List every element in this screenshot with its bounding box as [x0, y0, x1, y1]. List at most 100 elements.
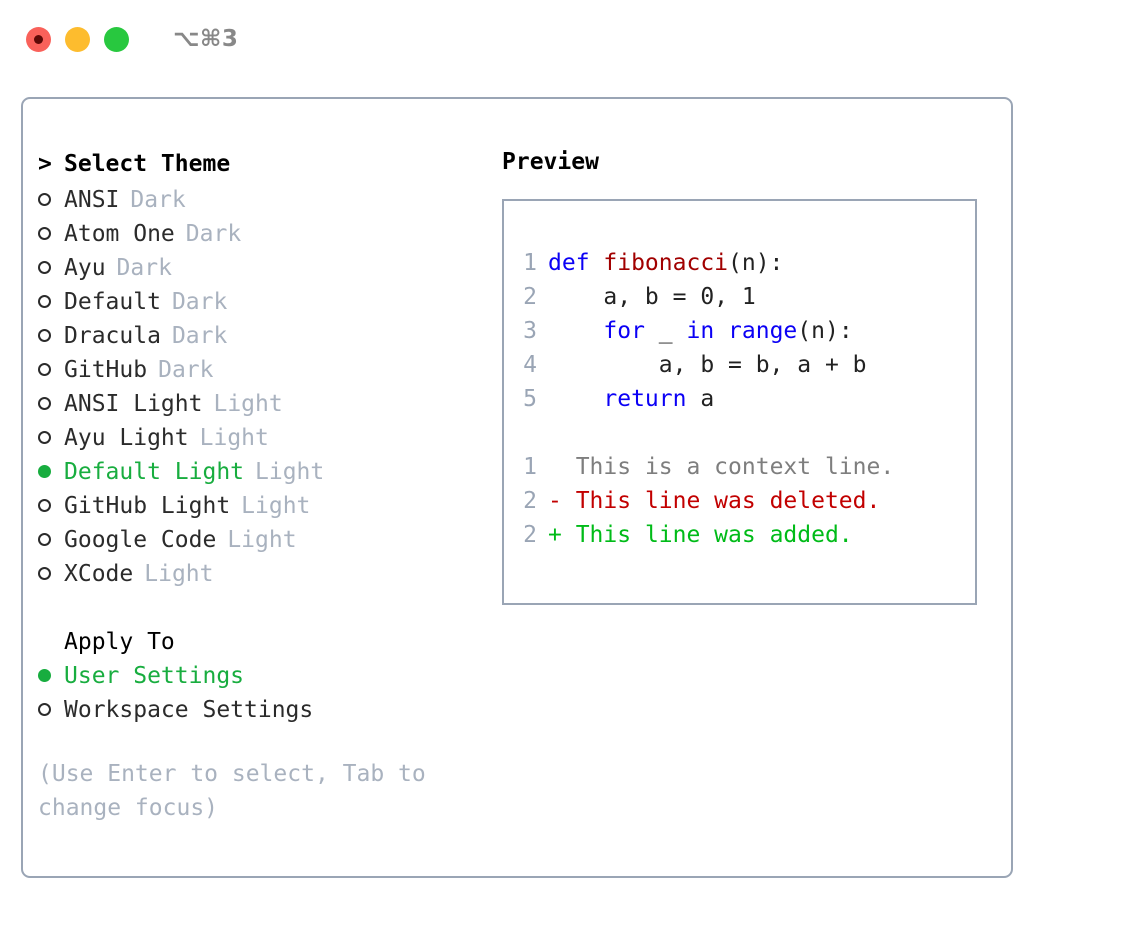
radio-unselected-icon[interactable]: [38, 387, 64, 421]
hint-spacer: [38, 727, 498, 757]
apply-to-option-label: User Settings: [64, 663, 245, 689]
theme-item-label: Ayu: [64, 255, 106, 281]
theme-item-dracula-dark[interactable]: Dracula Dark: [38, 319, 498, 353]
theme-item-github-light[interactable]: GitHub Light Light: [38, 489, 498, 523]
theme-item-label: Dracula: [64, 323, 161, 349]
section-spacer: [38, 591, 498, 625]
radio-unselected-icon[interactable]: [38, 489, 64, 523]
diff-line-context: 1 This is a context line.: [514, 450, 967, 484]
theme-item-ansi-dark[interactable]: ANSI Dark: [38, 183, 498, 217]
radio-selected-icon[interactable]: [38, 455, 64, 489]
code-content: a, b = 0, 1: [548, 280, 756, 314]
radio-selected-icon[interactable]: [38, 659, 64, 693]
diff-text: This line was deleted.: [561, 488, 881, 514]
theme-item-ansi-light[interactable]: ANSI Light Light: [38, 387, 498, 421]
line-number: 5: [523, 386, 537, 412]
diff-line-deleted: 2 - This line was deleted.: [514, 484, 967, 518]
theme-item-xcode[interactable]: XCode Light: [38, 557, 498, 591]
theme-item-suffix: Dark: [171, 289, 228, 315]
theme-item-google-code[interactable]: Google Code Light: [38, 523, 498, 557]
apply-to-user-settings[interactable]: User Settings: [38, 659, 498, 693]
line-number: 2: [523, 488, 537, 514]
window-controls: [26, 26, 129, 52]
theme-item-suffix: Light: [227, 527, 297, 553]
titlebar: ⌥⌘3: [0, 0, 1140, 78]
theme-item-suffix: Light: [213, 391, 283, 417]
code-line: 2 a, b = 0, 1: [514, 280, 967, 314]
theme-item-label: ANSI Light: [64, 391, 203, 417]
diff-spacer: [514, 416, 967, 450]
radio-unselected-icon[interactable]: [38, 421, 64, 455]
diff-text: This line was added.: [561, 522, 853, 548]
radio-unselected-icon[interactable]: [38, 285, 64, 319]
line-number: 2: [523, 522, 537, 548]
radio-unselected-icon[interactable]: [38, 319, 64, 353]
radio-unselected-icon[interactable]: [38, 183, 64, 217]
caret-icon: >: [38, 151, 52, 177]
code-token: [714, 318, 728, 344]
code-content: def fibonacci(n):: [548, 246, 783, 280]
radio-unselected-icon[interactable]: [38, 217, 64, 251]
main-panel: > Select Theme ANSI Dark Atom One Dark A…: [21, 97, 1013, 878]
radio-unselected-icon[interactable]: [38, 557, 64, 591]
theme-item-label: XCode: [64, 561, 134, 587]
theme-item-suffix: Dark: [158, 357, 214, 383]
theme-item-ayu-light[interactable]: Ayu Light Light: [38, 421, 498, 455]
theme-item-label: Ayu Light: [64, 425, 189, 451]
theme-item-suffix: Dark: [116, 255, 172, 281]
minimize-button[interactable]: [65, 26, 90, 52]
diff-text: This is a context line.: [561, 454, 895, 480]
code-token: [548, 318, 603, 344]
theme-item-suffix: Dark: [171, 323, 228, 349]
code-token: fibonacci: [603, 250, 729, 276]
code-content: for _ in range(n):: [548, 314, 853, 348]
radio-unselected-icon[interactable]: [38, 693, 64, 727]
theme-item-atom-one-dark[interactable]: Atom One Dark: [38, 217, 498, 251]
theme-item-default-dark[interactable]: Default Dark: [38, 285, 498, 319]
theme-item-default-light[interactable]: Default Light Light: [38, 455, 498, 489]
code-preview: 1 def fibonacci(n): 2 a, b = 0, 1 3 for …: [514, 246, 967, 552]
select-theme-heading-label: Select Theme: [64, 151, 231, 177]
apply-to-heading: Apply To: [64, 629, 175, 655]
theme-item-suffix: Dark: [130, 187, 186, 213]
code-line: 3 for _ in range(n):: [514, 314, 967, 348]
theme-item-suffix: Light: [255, 459, 325, 485]
theme-item-github-dark[interactable]: GitHub Dark: [38, 353, 498, 387]
theme-item-label: Default Light: [64, 459, 245, 485]
code-token: def: [548, 250, 604, 276]
code-token: _: [644, 318, 687, 344]
theme-item-label: GitHub Light: [64, 493, 231, 519]
code-token: in: [686, 318, 715, 344]
code-line: 1 def fibonacci(n):: [514, 246, 967, 280]
theme-item-ayu-dark[interactable]: Ayu Dark: [38, 251, 498, 285]
diff-line-added: 2 + This line was added.: [514, 518, 967, 552]
code-token: for: [603, 318, 645, 344]
code-token: a, b = 0, 1: [548, 284, 756, 310]
code-token: (n):: [797, 318, 853, 344]
preview-title: Preview: [502, 149, 599, 175]
code-content: return a: [548, 382, 714, 416]
select-theme-heading: > Select Theme: [38, 145, 498, 183]
theme-item-label: ANSI: [64, 187, 120, 213]
zoom-button[interactable]: [104, 26, 129, 52]
code-line: 5 return a: [514, 382, 967, 416]
code-token: a, b = b, a + b: [548, 352, 867, 378]
apply-to-workspace-settings[interactable]: Workspace Settings: [38, 693, 498, 727]
radio-unselected-icon[interactable]: [38, 523, 64, 557]
diff-sign: [548, 450, 562, 484]
theme-item-label: Default: [64, 289, 161, 315]
theme-item-label: Atom One: [64, 221, 175, 247]
apply-to-option-label: Workspace Settings: [64, 697, 314, 723]
diff-sign: -: [548, 488, 562, 514]
keyboard-hint-text: (Use Enter to select, Tab to change focu…: [38, 761, 426, 821]
theme-item-label: Google Code: [64, 527, 217, 553]
close-button[interactable]: [26, 26, 51, 52]
line-number: 2: [523, 284, 537, 310]
theme-item-suffix: Light: [241, 493, 311, 519]
theme-item-label: GitHub: [64, 357, 148, 383]
radio-unselected-icon[interactable]: [38, 251, 64, 285]
preview-column: Preview 1 def fibonacci(n): 2 a, b = 0, …: [502, 145, 992, 605]
theme-item-suffix: Light: [199, 425, 269, 451]
radio-unselected-icon[interactable]: [38, 353, 64, 387]
